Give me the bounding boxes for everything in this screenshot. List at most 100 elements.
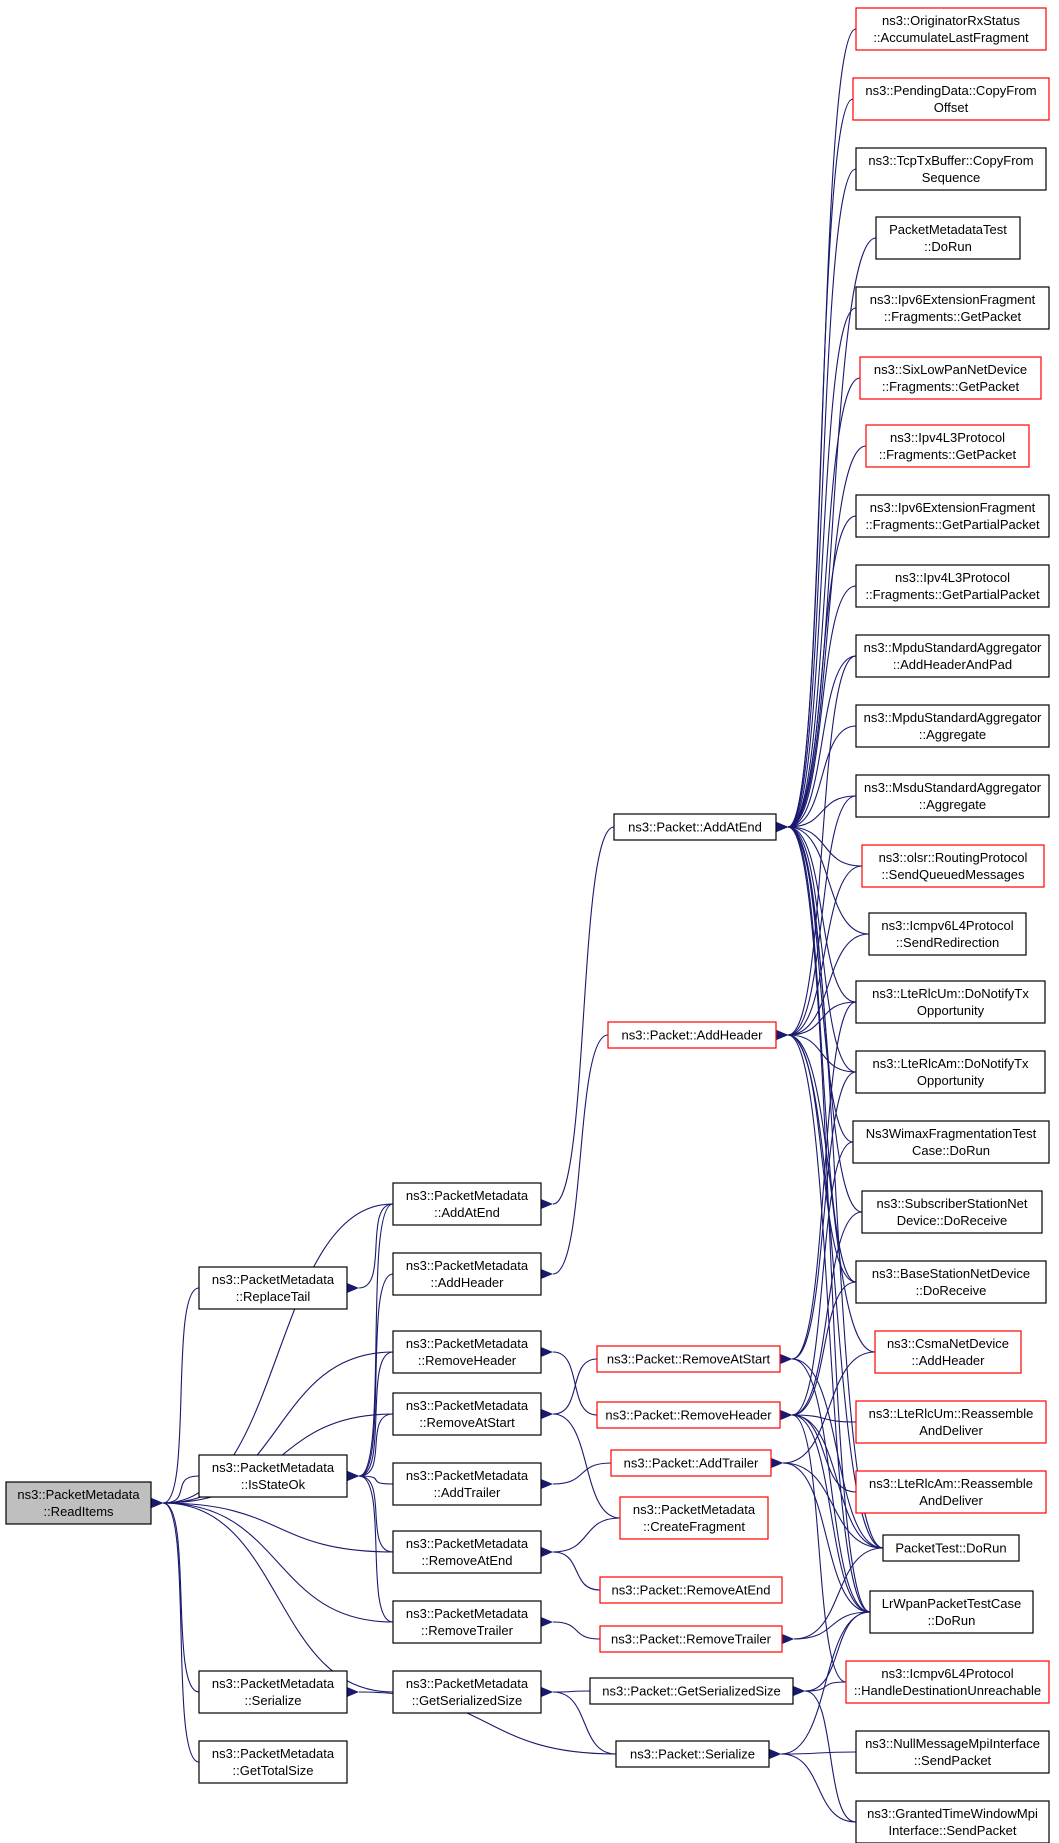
node-box [855, 147, 1047, 191]
graph-node-pm-isstateok[interactable]: ns3::PacketMetadata::IsStateOk [198, 1454, 348, 1498]
call-edge [775, 168, 857, 833]
node-label-line: ::AddTrailer [434, 1485, 501, 1500]
node-box [615, 1740, 770, 1768]
call-edge [779, 1409, 871, 1613]
graph-node-p-removeheader[interactable]: ns3::Packet::RemoveHeader [596, 1401, 781, 1429]
graph-node-r-icmpv6-unreach[interactable]: ns3::Icmpv6L4Protocol::HandleDestination… [845, 1660, 1050, 1704]
call-edge [775, 515, 857, 833]
graph-node-p-removeatend[interactable]: ns3::Packet::RemoveAtEnd [599, 1576, 783, 1604]
graph-node-p-serialize[interactable]: ns3::Packet::Serialize [615, 1740, 770, 1768]
call-edge [540, 1517, 621, 1558]
node-label-line: ns3::Packet::AddHeader [622, 1028, 764, 1043]
call-edge [775, 585, 857, 833]
graph-node-p-removeatstart[interactable]: ns3::Packet::RemoveAtStart [596, 1345, 781, 1373]
node-box [865, 424, 1030, 468]
node-box [392, 1462, 542, 1506]
graph-node-pm-removeatstart[interactable]: ns3::PacketMetadata::RemoveAtStart [392, 1392, 542, 1436]
graph-node-p-addheader[interactable]: ns3::Packet::AddHeader [607, 1021, 777, 1049]
call-edge [540, 1546, 601, 1591]
graph-node-p-addtrailer[interactable]: ns3::Packet::AddTrailer [610, 1449, 772, 1477]
call-edge [346, 1203, 394, 1482]
call-edge [775, 725, 857, 833]
graph-node-r-ipv6frag-get[interactable]: ns3::Ipv6ExtensionFragment::Fragments::G… [855, 286, 1050, 330]
graph-node-pm-replacetail[interactable]: ns3::PacketMetadata::ReplaceTail [198, 1266, 348, 1310]
call-edge [779, 1071, 857, 1365]
node-box [855, 1800, 1050, 1843]
graph-node-pm-serialize[interactable]: ns3::PacketMetadata::Serialize [198, 1670, 348, 1714]
node-label-line: PacketTest::DoRun [895, 1541, 1006, 1556]
call-edge [792, 1685, 857, 1823]
graph-node-r-grantedtime[interactable]: ns3::GrantedTimeWindowMpiInterface::Send… [855, 1800, 1050, 1843]
graph-node-r-pmtest[interactable]: PacketMetadataTest::DoRun [875, 216, 1021, 260]
graph-node-r-sixlowpan[interactable]: ns3::SixLowPanNetDevice::Fragments::GetP… [859, 356, 1042, 400]
node-box [855, 634, 1050, 678]
node-box [610, 1449, 772, 1477]
node-box [392, 1600, 542, 1644]
graph-node-pm-gettotalsize[interactable]: ns3::PacketMetadata::GetTotalSize [198, 1740, 348, 1784]
node-label-line: ::GetTotalSize [233, 1763, 314, 1778]
graph-node-pm-addheader[interactable]: ns3::PacketMetadata::AddHeader [392, 1252, 542, 1296]
graph-node-pm-removetrailer[interactable]: ns3::PacketMetadata::RemoveTrailer [392, 1600, 542, 1644]
call-edge [540, 1687, 591, 1698]
graph-node-pm-getserializedsize[interactable]: ns3::PacketMetadata::GetSerializedSize [392, 1670, 542, 1714]
graph-node-r-packettest[interactable]: PacketTest::DoRun [882, 1534, 1020, 1562]
call-edge [779, 1409, 884, 1549]
graph-node-r-msdu-aggregate[interactable]: ns3::MsduStandardAggregator::Aggregate [855, 774, 1050, 818]
node-label-line: ns3::PacketMetadata [212, 1676, 335, 1691]
node-label-line: ns3::SubscriberStationNet [876, 1196, 1027, 1211]
nodes: ns3::PacketMetadata::ReadItemsns3::Packe… [5, 7, 1050, 1843]
graph-node-pm-removeatend[interactable]: ns3::PacketMetadata::RemoveAtEnd [392, 1530, 542, 1574]
graph-node-r-nullmsg[interactable]: ns3::NullMessageMpiInterface::SendPacket [855, 1730, 1050, 1774]
graph-node-r-ipv6frag-partial[interactable]: ns3::Ipv6ExtensionFragment::Fragments::G… [855, 494, 1050, 538]
call-edge [150, 1475, 200, 1509]
graph-node-r-mpdu-addheaderpad[interactable]: ns3::MpduStandardAggregator::AddHeaderAn… [855, 634, 1050, 678]
node-label-line: ns3::PacketMetadata [406, 1536, 529, 1551]
graph-node-r-icmpv6-redirect[interactable]: ns3::Icmpv6L4Protocol::SendRedirection [868, 912, 1027, 956]
node-label-line: Device::DoReceive [897, 1213, 1008, 1228]
node-label-line: LrWpanPacketTestCase [882, 1596, 1021, 1611]
graph-node-pm-createfragment[interactable]: ns3::PacketMetadata::CreateFragment [619, 1496, 769, 1540]
graph-node-r-ipv4l3-partial[interactable]: ns3::Ipv4L3Protocol::Fragments::GetParti… [855, 564, 1050, 608]
call-edge [775, 865, 863, 1041]
node-box [875, 216, 1021, 260]
node-label-line: Opportunity [917, 1073, 985, 1088]
node-box [855, 564, 1050, 608]
call-edge [775, 821, 863, 867]
call-edge [779, 1353, 871, 1613]
graph-node-r-subscriber[interactable]: ns3::SubscriberStationNetDevice::DoRecei… [861, 1190, 1043, 1234]
graph-node-r-ipv4l3-get[interactable]: ns3::Ipv4L3Protocol::Fragments::GetPacke… [865, 424, 1030, 468]
node-label-line: ::DoRun [928, 1613, 976, 1628]
graph-node-r-lrwpan[interactable]: LrWpanPacketTestCase::DoRun [869, 1590, 1034, 1634]
graph-node-r-originator[interactable]: ns3::OriginatorRxStatus::AccumulateLastF… [855, 7, 1047, 51]
graph-node-p-getserializedsize[interactable]: ns3::Packet::GetSerializedSize [589, 1677, 794, 1705]
node-box [855, 774, 1050, 818]
call-edge [346, 1470, 394, 1553]
graph-node-pm-removeheader[interactable]: ns3::PacketMetadata::RemoveHeader [392, 1330, 542, 1374]
graph-node-pm-addtrailer[interactable]: ns3::PacketMetadata::AddTrailer [392, 1462, 542, 1506]
node-label-line: ::SendRedirection [896, 935, 999, 950]
graph-node-r-mpdu-aggregate[interactable]: ns3::MpduStandardAggregator::Aggregate [855, 704, 1050, 748]
call-edge [150, 1497, 394, 1623]
graph-node-p-removetrailer[interactable]: ns3::Packet::RemoveTrailer [599, 1625, 783, 1653]
node-label-line: ns3::Icmpv6L4Protocol [881, 918, 1013, 933]
call-edge [775, 445, 867, 833]
node-box [596, 1345, 781, 1373]
node-label-line: ::RemoveHeader [418, 1353, 517, 1368]
node-box [855, 1400, 1047, 1444]
node-label-line: ::AddAtEnd [434, 1205, 500, 1220]
graph-node-r-basestation[interactable]: ns3::BaseStationNetDevice::DoReceive [855, 1260, 1047, 1304]
graph-node-pm-additems[interactable]: ns3::PacketMetadata::AddAtEnd [392, 1182, 542, 1226]
node-box [198, 1740, 348, 1784]
node-box [392, 1182, 542, 1226]
graph-node-r-olsr[interactable]: ns3::olsr::RoutingProtocol::SendQueuedMe… [861, 844, 1045, 888]
graph-node-r-csma[interactable]: ns3::CsmaNetDevice::AddHeader [874, 1330, 1022, 1374]
graph-node-p-addatend[interactable]: ns3::Packet::AddAtEnd [613, 813, 777, 841]
node-box [392, 1392, 542, 1436]
